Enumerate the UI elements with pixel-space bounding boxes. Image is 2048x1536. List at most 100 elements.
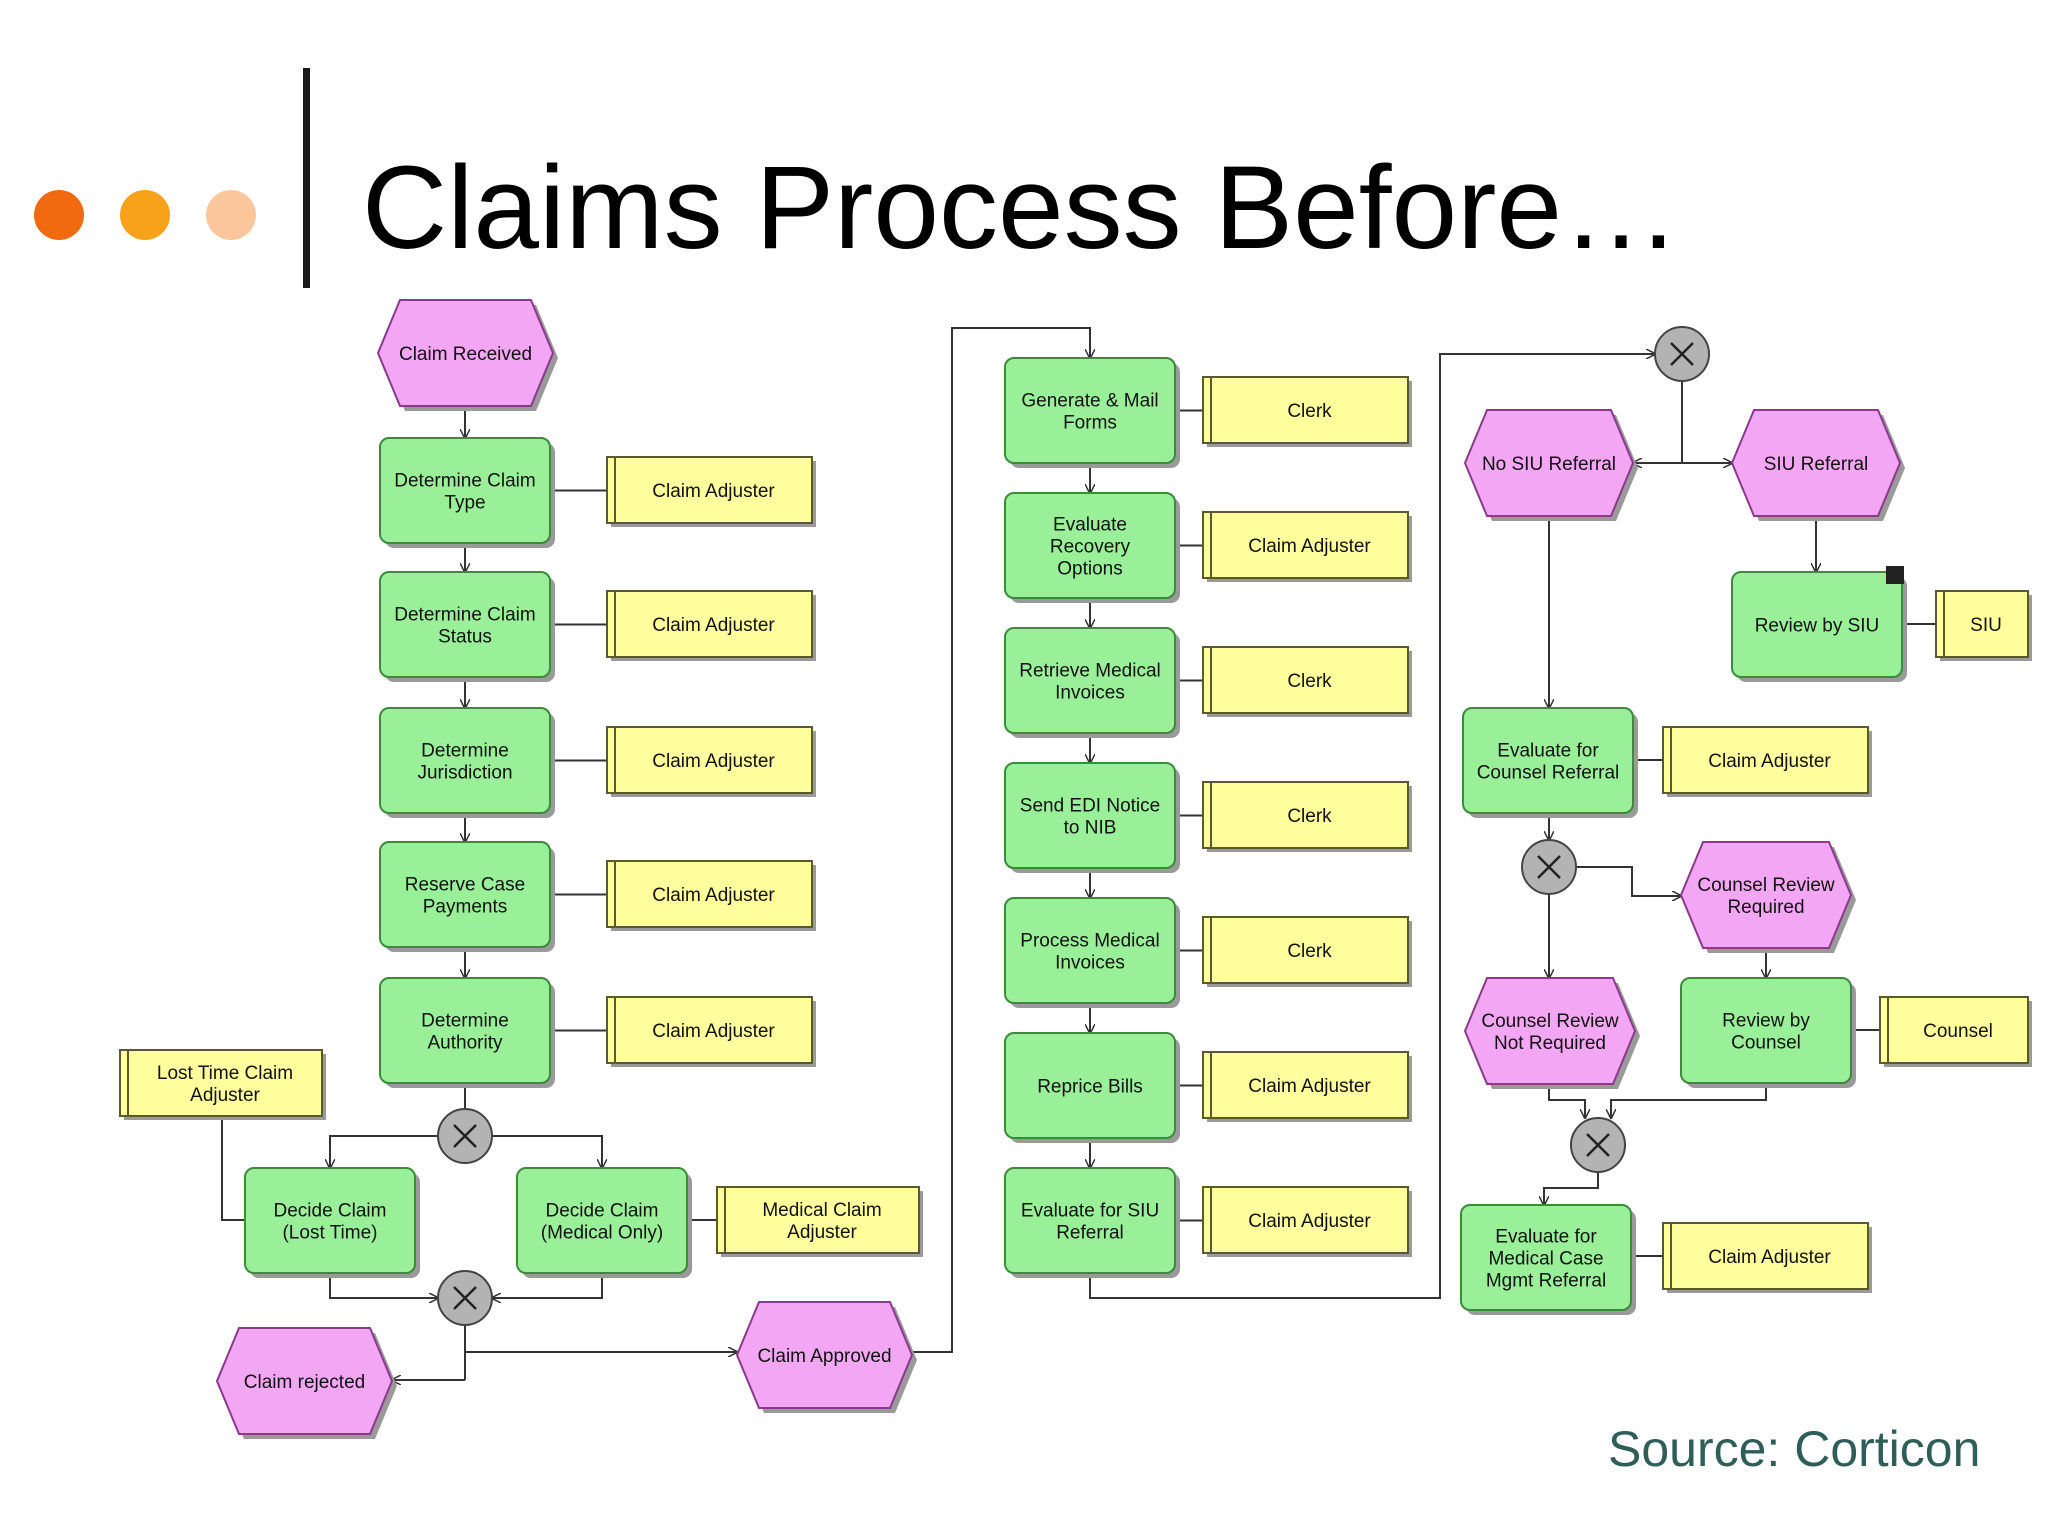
role-claim_adjuster-text: Claim Adjuster <box>1248 1211 1371 1232</box>
orange-dot-icon <box>34 190 84 240</box>
role-medical_claim_adjuster-text: Adjuster <box>787 1222 857 1243</box>
role-lost_time_claim_adjuster-text: Lost Time Claim <box>157 1063 293 1084</box>
role-claim_adjuster-text: Claim Adjuster <box>652 481 775 502</box>
function-reprice_bills-text: Reprice Bills <box>1037 1077 1143 1098</box>
function-evaluate_siu_referral-text: Referral <box>1056 1223 1124 1244</box>
function-evaluate_medical_case-text: Mgmt Referral <box>1486 1271 1606 1292</box>
function-decide_claim_lost_time-text: (Lost Time) <box>282 1223 377 1244</box>
function-decide_claim_medical_only: Decide Claim(Medical Only) <box>516 1167 692 1278</box>
event-counsel_review_required-text: Required <box>1727 897 1804 918</box>
function-reserve_case_payments-text: Payments <box>423 897 507 918</box>
role-siu-text: SIU <box>1970 615 2002 636</box>
function-review_by_counsel-text: Counsel <box>1731 1033 1801 1054</box>
function-decide_claim_lost_time-text: Decide Claim <box>274 1201 387 1222</box>
role-claim_adjuster: Claim Adjuster <box>606 996 816 1067</box>
function-determine_claim_status-text: Determine Claim <box>394 605 535 626</box>
function-evaluate_medical_case-text: Medical Case <box>1488 1249 1603 1270</box>
function-decide_claim_medical_only-text: Decide Claim <box>546 1201 659 1222</box>
function-process_medical_invoices-text: Invoices <box>1055 953 1125 974</box>
role-claim_adjuster: Claim Adjuster <box>1202 511 1412 582</box>
function-reserve_case_payments-text: Reserve Case <box>405 875 525 896</box>
role-claim_adjuster-text: Claim Adjuster <box>1248 1076 1371 1097</box>
role-claim_adjuster-text: Claim Adjuster <box>652 885 775 906</box>
corner-marker-icon <box>1886 566 1904 584</box>
role-counsel: Counsel <box>1879 996 2032 1067</box>
role-clerk: Clerk <box>1202 646 1412 717</box>
function-generate_mail_forms-text: Generate & Mail <box>1021 391 1158 412</box>
amber-dot-icon <box>120 190 170 240</box>
connection-lines <box>221 327 1936 1380</box>
event-no_siu_referral: No SIU Referral <box>1463 409 1638 521</box>
role-siu: SIU <box>1935 590 2032 661</box>
xor-counsel <box>1521 839 1577 895</box>
role-clerk-text: Clerk <box>1287 671 1332 692</box>
function-review_by_counsel-text: Review by <box>1722 1011 1810 1032</box>
role-claim_adjuster-text: Claim Adjuster <box>1708 751 1831 772</box>
function-determine_jurisdiction-text: Determine <box>421 741 509 762</box>
flow-arrow <box>1544 1172 1599 1205</box>
role-clerk: Clerk <box>1202 376 1412 447</box>
xor-siu <box>1654 326 1710 382</box>
function-evaluate_siu_referral-text: Evaluate for SIU <box>1021 1201 1159 1222</box>
function-decide_claim_lost_time: Decide Claim(Lost Time) <box>244 1167 420 1278</box>
function-evaluate_recovery_options-text: Options <box>1057 559 1122 580</box>
event-siu_referral: SIU Referral <box>1730 409 1905 521</box>
role-claim_adjuster: Claim Adjuster <box>1202 1186 1412 1257</box>
event-siu_referral-text: SIU Referral <box>1764 454 1869 475</box>
function-evaluate_recovery_options-text: Recovery <box>1050 537 1131 558</box>
role-claim_adjuster: Claim Adjuster <box>1662 1222 1872 1293</box>
event-claim_rejected-text: Claim rejected <box>244 1372 365 1393</box>
function-retrieve_medical_invoices-text: Retrieve Medical <box>1019 661 1161 682</box>
function-generate_mail_forms-text: Forms <box>1063 413 1117 434</box>
function-send_edi_notice-text: Send EDI Notice <box>1020 796 1160 817</box>
event-counsel_review_required-text: Counsel Review <box>1697 875 1835 896</box>
role-claim_adjuster-text: Claim Adjuster <box>652 751 775 772</box>
function-send_edi_notice-text: to NIB <box>1064 818 1117 839</box>
function-reprice_bills: Reprice Bills <box>1004 1032 1180 1143</box>
xor-split-decide <box>437 1108 493 1164</box>
peach-dot-icon <box>206 190 256 240</box>
xor-join-decide <box>437 1270 493 1326</box>
flow-arrow <box>1611 1083 1767 1118</box>
event-counsel_review_not_required-text: Not Required <box>1494 1033 1606 1054</box>
role-clerk-text: Clerk <box>1287 401 1332 422</box>
function-evaluate_recovery_options-text: Evaluate <box>1053 515 1127 536</box>
function-decide_claim_medical_only-text: (Medical Only) <box>541 1223 663 1244</box>
event-claim_received: Claim Received <box>376 299 558 411</box>
event-no_siu_referral-text: No SIU Referral <box>1482 454 1616 475</box>
role-clerk-text: Clerk <box>1287 941 1332 962</box>
role-claim_adjuster-text: Claim Adjuster <box>1248 536 1371 557</box>
function-determine_claim_status-text: Status <box>438 627 492 648</box>
function-review_by_siu: Review by SIU <box>1731 571 1907 682</box>
function-evaluate_medical_case-text: Evaluate for <box>1495 1227 1597 1248</box>
role-medical_claim_adjuster-text: Medical Claim <box>762 1200 881 1221</box>
title-divider <box>303 68 310 288</box>
flow-arrow <box>912 327 1090 1353</box>
role-lost_time_claim_adjuster-text: Adjuster <box>190 1085 260 1106</box>
flow-arrow <box>492 1135 602 1168</box>
function-determine_jurisdiction-text: Jurisdiction <box>417 763 512 784</box>
function-evaluate_counsel_referral-text: Evaluate for <box>1497 741 1599 762</box>
function-determine_claim_type-text: Determine Claim <box>394 471 535 492</box>
role-claim_adjuster-text: Claim Adjuster <box>1708 1247 1831 1268</box>
flow-arrow <box>1548 1084 1585 1118</box>
role-claim_adjuster: Claim Adjuster <box>1202 1051 1412 1122</box>
flow-arrow <box>329 1273 438 1298</box>
event-claim_received-text: Claim Received <box>399 344 532 365</box>
